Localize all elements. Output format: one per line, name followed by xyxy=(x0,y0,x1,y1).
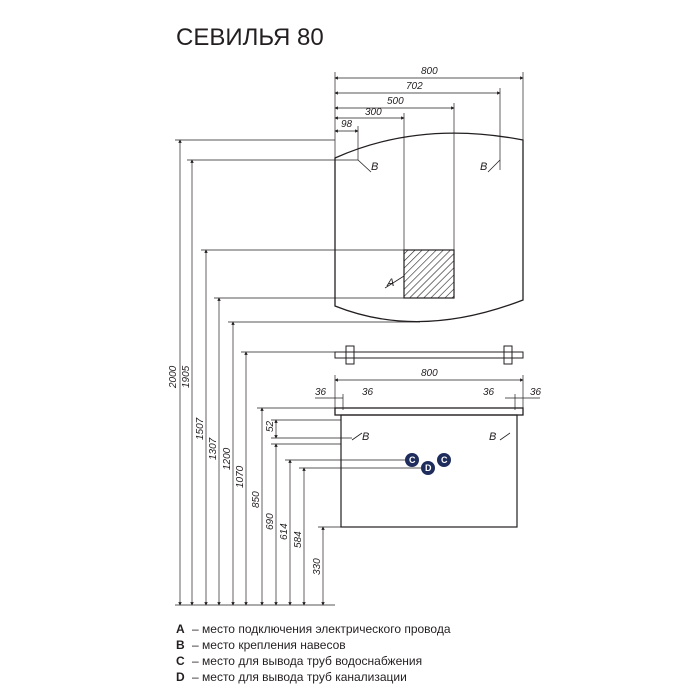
legend-item: B – место крепления навесов xyxy=(176,638,346,652)
height-dimension-lines xyxy=(175,139,421,606)
dim-label: 1070 xyxy=(235,465,246,488)
shelf xyxy=(334,345,524,365)
legend-item: C – место для вывода труб водоснабжения xyxy=(176,654,422,668)
water-pipe-marker: C xyxy=(409,455,416,465)
cabinet-hanger-points: B B xyxy=(351,431,511,443)
legend-key: B xyxy=(176,638,185,652)
dim-label: 36 xyxy=(362,387,374,398)
dim-label: 1507 xyxy=(195,417,206,440)
cabinet xyxy=(334,407,524,528)
pipe-markers: C D C xyxy=(405,453,451,475)
dim-label: 702 xyxy=(406,81,423,92)
dim-label: 330 xyxy=(312,558,323,575)
legend-desc: – место для вывода труб водоснабжения xyxy=(192,654,422,668)
hanger-point-b: B xyxy=(489,431,496,443)
cabinet-width-labels: 800 36 36 36 36 xyxy=(315,368,542,398)
legend-desc: – место подключения электрического прово… xyxy=(192,622,451,636)
mirror-width-dimensions xyxy=(334,72,524,250)
height-dimension-labels: 2000 1905 1507 1307 1200 1070 850 52 690… xyxy=(168,365,323,575)
page-title: СЕВИЛЬЯ 80 xyxy=(176,24,324,51)
dim-label: 850 xyxy=(251,491,262,508)
dim-label: 300 xyxy=(365,107,382,118)
legend-desc: – место крепления навесов xyxy=(192,638,346,652)
legend-item: D – место для вывода труб канализации xyxy=(176,670,407,684)
dim-label: 36 xyxy=(315,387,327,398)
electrical-point-a: A xyxy=(386,277,394,289)
dim-label: 690 xyxy=(265,513,276,530)
dim-label: 1200 xyxy=(222,447,233,470)
dim-label: 614 xyxy=(279,523,290,540)
legend-key: D xyxy=(176,670,185,684)
legend-key: C xyxy=(176,654,185,668)
mirror-width-labels: 800 702 500 300 98 xyxy=(341,66,438,130)
mirror xyxy=(334,132,524,323)
dim-label: 800 xyxy=(421,368,438,379)
dim-label: 36 xyxy=(530,387,542,398)
dim-label: 800 xyxy=(421,66,438,77)
legend: A – место подключения электрического про… xyxy=(176,622,451,684)
mirror-outline xyxy=(334,132,524,323)
electrical-box xyxy=(403,249,455,299)
dim-label: 2000 xyxy=(168,365,179,389)
dim-label: 500 xyxy=(387,96,404,107)
dim-label: 36 xyxy=(483,387,495,398)
hanger-point-b: B xyxy=(362,431,369,443)
dim-label: 52 xyxy=(265,420,276,432)
hanger-point-b: B xyxy=(371,161,378,173)
legend-desc: – место для вывода труб канализации xyxy=(192,670,407,684)
cabinet-width-dimensions xyxy=(315,375,540,410)
hanger-point-b: B xyxy=(480,161,487,173)
dim-label: 584 xyxy=(293,531,304,548)
dim-label: 98 xyxy=(341,119,353,130)
dim-label: 1307 xyxy=(208,437,219,460)
mirror-hanger-points: B B A xyxy=(357,159,501,289)
dim-label: 1905 xyxy=(181,365,192,388)
legend-key: A xyxy=(176,622,185,636)
legend-item: A – место подключения электрического про… xyxy=(176,622,451,636)
drain-pipe-marker: D xyxy=(425,463,432,473)
water-pipe-marker: C xyxy=(441,455,448,465)
